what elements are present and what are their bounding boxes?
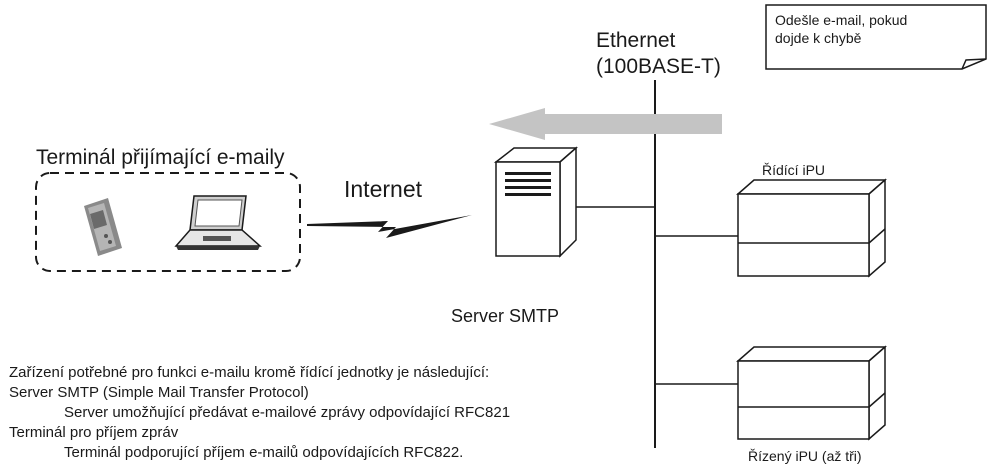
internet-label: Internet [344, 176, 422, 202]
laptop-icon [174, 195, 262, 250]
mobile-phone-icon [84, 198, 122, 256]
ethernet-label: Ethernet (100BASE-T) [596, 28, 721, 80]
ethernet-label-line2: (100BASE-T) [596, 55, 721, 78]
requirements-notes: Zařízení potřebné pro funkci e-mailu kro… [9, 363, 510, 463]
terminal-group-frame [35, 172, 301, 272]
callout-line2: dojde k chybě [775, 30, 862, 46]
controlling-ipu-label: Řídící iPU [762, 162, 826, 178]
ethernet-label-line1: Ethernet [596, 29, 676, 52]
lightning-link-icon [307, 215, 472, 238]
notes-line-2: Server SMTP (Simple Mail Transfer Protoc… [9, 384, 309, 401]
notes-line-1: Zařízení potřebné pro funkci e-mailu kro… [9, 364, 490, 381]
controlled-ipu-unit [736, 345, 887, 441]
notes-line-3: Server umožňující předávat e-mailové zpr… [64, 404, 511, 421]
controlling-ipu-unit [736, 178, 887, 278]
terminal-group-label: Terminál přijímající e-maily [36, 146, 285, 169]
smtp-server-label: Server SMTP [451, 306, 560, 326]
notes-line-4: Terminál pro příjem zpráv [9, 424, 179, 441]
callout-text: Odešle e-mail, pokud dojde k chybě [775, 11, 907, 47]
notes-line-5: Terminál podporující příjem e-mailů odpo… [64, 444, 464, 461]
data-flow-arrow [489, 108, 722, 140]
callout-line1: Odešle e-mail, pokud [775, 12, 908, 28]
callout-box [765, 4, 987, 70]
server-tower-icon [493, 146, 578, 258]
controlled-ipu-label: Řízený iPU (až tři) [748, 448, 862, 464]
